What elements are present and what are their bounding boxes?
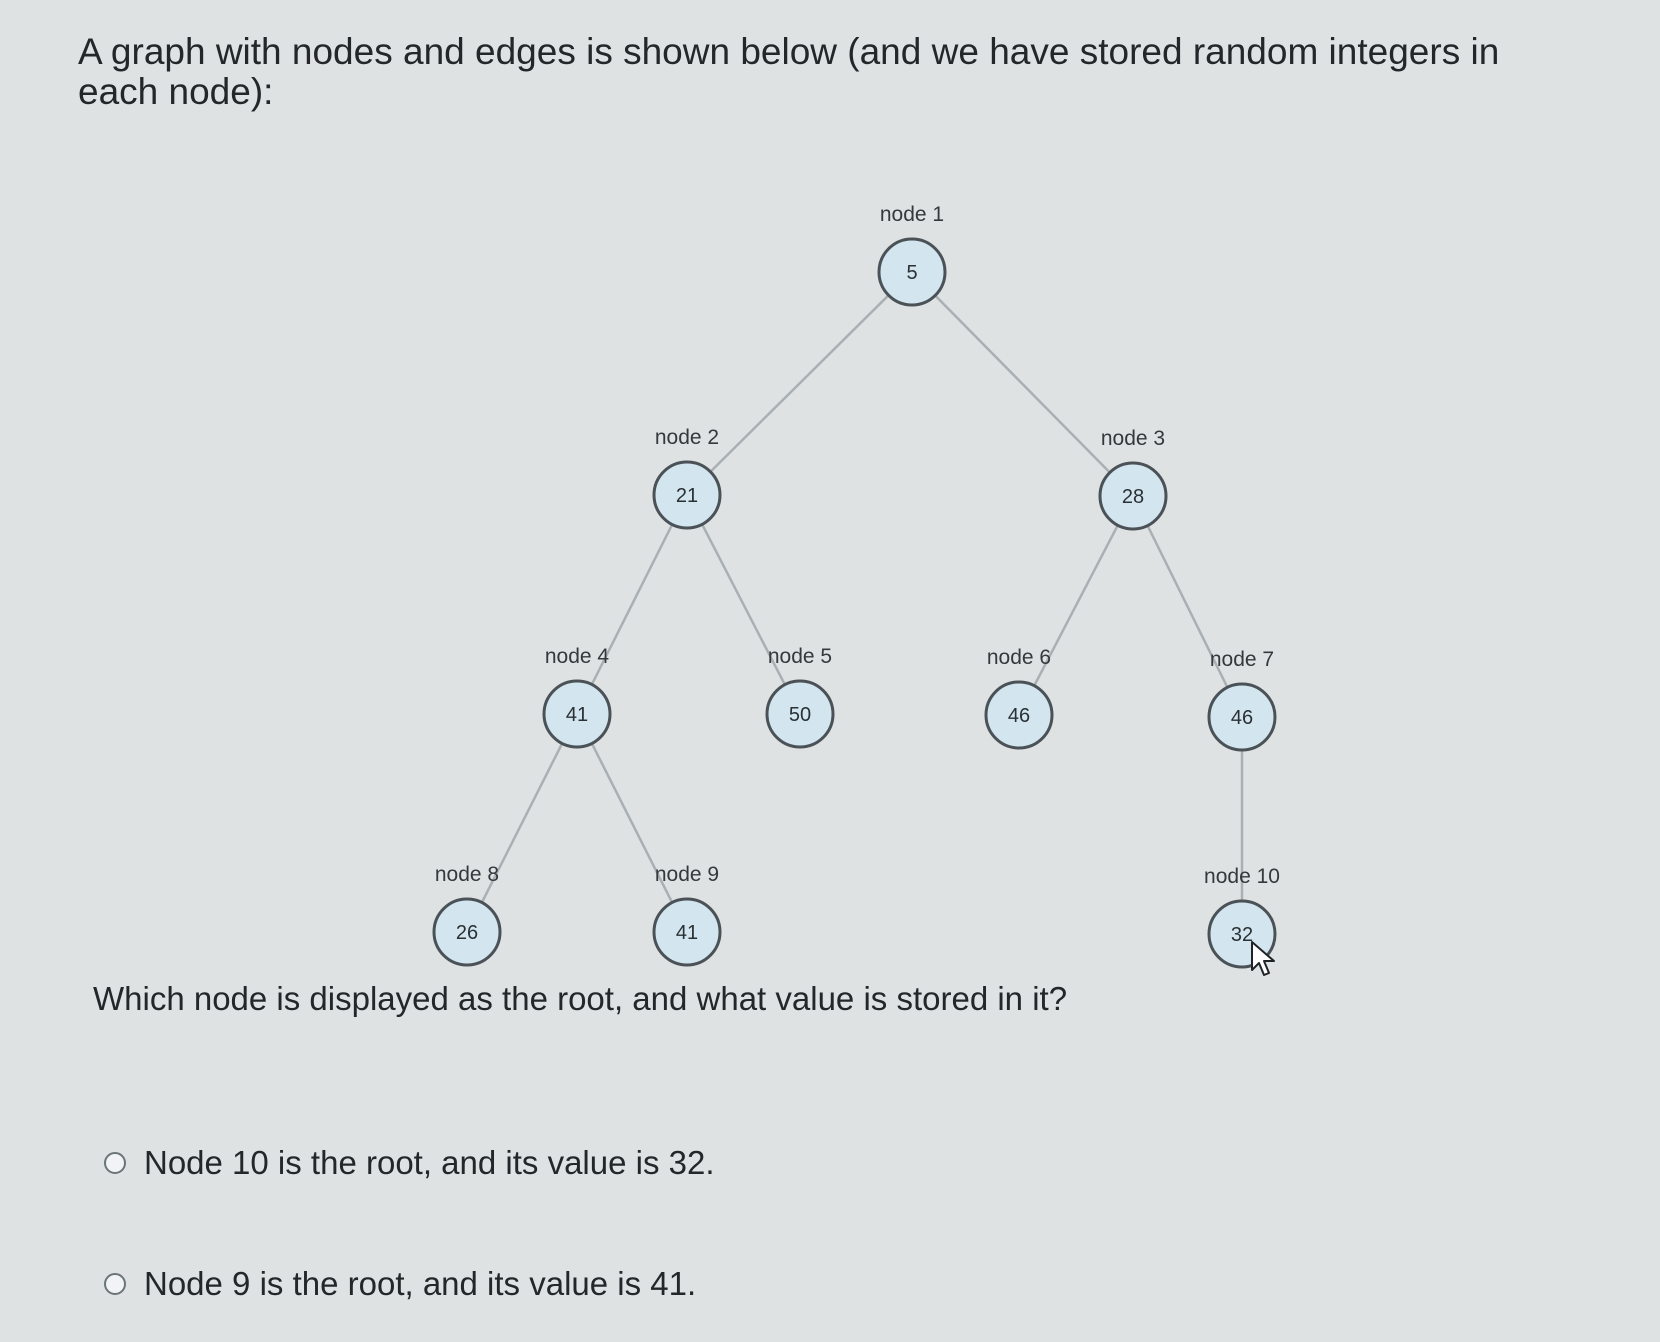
graph-node-7: node 7 46 [1207,648,1277,752]
node-4-label: node 4 [545,645,610,668]
graph-node-9: node 9 41 [652,863,722,967]
graph-node-4: node 4 41 [542,645,612,749]
node-3-circle [1098,461,1168,531]
graph-node-3: node 3 28 [1098,427,1168,531]
radio-button-option-1[interactable] [104,1152,126,1174]
node-3-value: 28 [1122,486,1144,508]
node-1-label: node 1 [880,203,944,226]
node-7-circle [1207,682,1277,752]
node-4-circle [542,679,612,749]
answer-option-2[interactable]: Node 9 is the root, and its value is 41. [104,1265,696,1303]
node-3-label: node 3 [1101,427,1165,450]
mouse-pointer-icon [1251,941,1275,976]
radio-button-option-2[interactable] [104,1273,126,1295]
node-6-circle [984,680,1054,750]
node-5-value: 50 [789,704,811,726]
node-8-value: 26 [456,922,478,944]
answer-option-1[interactable]: Node 10 is the root, and its value is 32… [104,1144,715,1182]
node-6-value: 46 [1008,705,1030,727]
graph-node-6: node 6 46 [984,646,1054,750]
node-6-label: node 6 [987,646,1051,669]
question-intro: A graph with nodes and edges is shown be… [78,31,1500,112]
node-5-label: node 5 [768,645,832,668]
node-1-value: 5 [906,262,917,284]
node-9-label: node 9 [655,863,719,886]
node-2-circle [652,460,722,530]
node-8-circle [432,897,502,967]
node-9-value: 41 [676,922,698,944]
node-9-circle [652,897,722,967]
edge-node-3-to-node-7 [1131,495,1244,718]
edge-node-3-to-node-6 [1017,495,1135,716]
edge-node-4-to-node-8 [465,713,579,933]
node-8-label: node 8 [435,863,499,886]
node-1-circle [877,237,947,307]
edge-node-2-to-node-5 [685,494,802,715]
question-prompt: Which node is displayed as the root, and… [93,980,1068,1017]
node-10-label: node 10 [1204,865,1280,888]
graph-node-5: node 5 50 [765,645,835,749]
node-5-circle [765,679,835,749]
option-2-text: Node 9 is the root, and its value is 41. [144,1265,697,1302]
edge-node-1-to-node-2 [686,271,913,496]
node-4-value: 41 [566,704,588,726]
graph-node-1: node 1 5 [877,203,947,307]
edges [465,271,1244,934]
node-7-label: node 7 [1210,648,1274,671]
node-7-value: 46 [1231,707,1253,729]
graph-node-2: node 2 21 [652,426,722,530]
node-10-value: 32 [1231,924,1253,946]
node-2-label: node 2 [655,426,719,449]
edge-node-4-to-node-9 [575,713,689,933]
graph-node-8: node 8 26 [432,863,502,967]
edge-node-1-to-node-3 [911,271,1134,497]
node-2-value: 21 [676,485,698,507]
edge-node-2-to-node-4 [575,494,689,715]
option-1-text: Node 10 is the root, and its value is 32… [144,1144,715,1181]
